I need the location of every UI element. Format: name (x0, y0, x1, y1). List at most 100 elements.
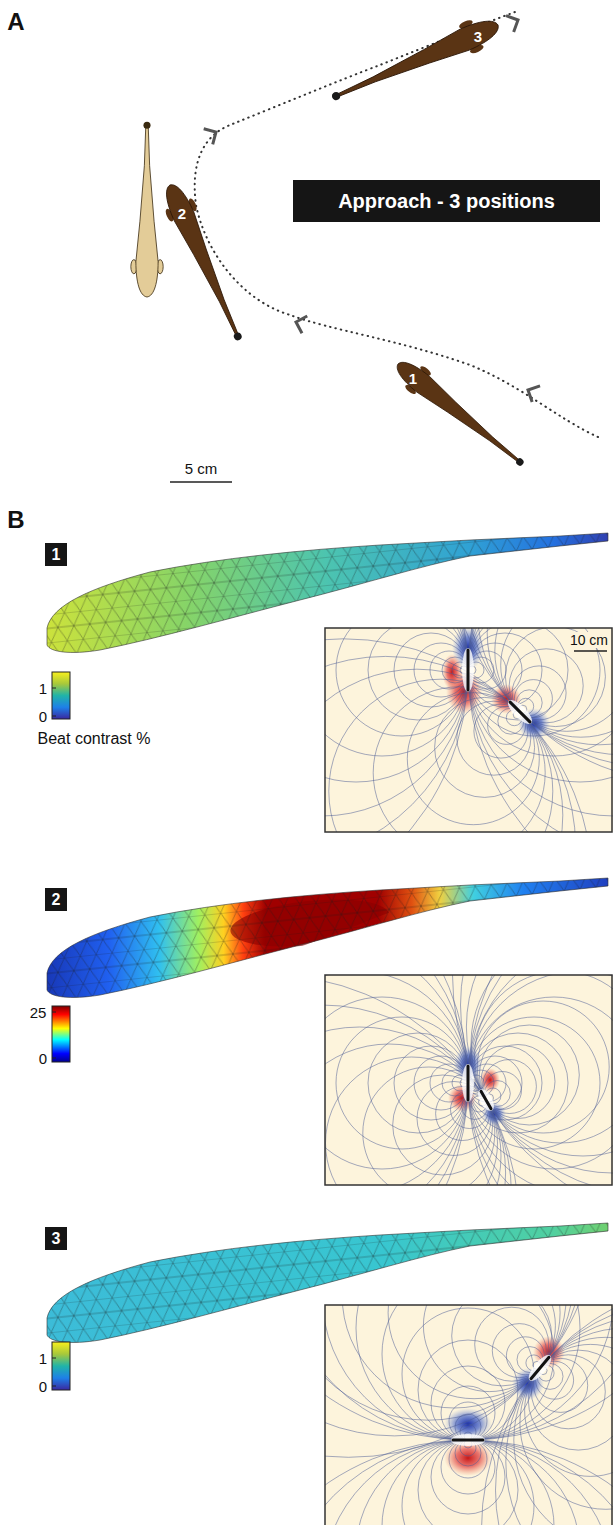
field-lines (325, 975, 613, 1185)
field-line (325, 1305, 599, 1457)
field-line (325, 628, 468, 832)
field-line (325, 1044, 501, 1185)
field-line (414, 1056, 468, 1110)
scale-label: 10 cm (568, 632, 610, 648)
inset-border (325, 975, 612, 1185)
field-line (325, 1305, 613, 1440)
field-line (325, 656, 576, 832)
intruder-fish (156, 179, 254, 347)
field-line (441, 1386, 495, 1440)
field-line (468, 975, 613, 1185)
field-line (482, 1305, 613, 1525)
node-text: 1 (52, 547, 61, 563)
field-inset (325, 975, 613, 1185)
field-line (325, 1305, 613, 1440)
field-line (336, 628, 468, 736)
field-line (514, 1328, 613, 1525)
colorbar-tick: 1 (39, 681, 47, 696)
field-line (496, 1305, 613, 1525)
field-line (466, 975, 613, 1173)
field-line (468, 997, 613, 1169)
field-line (477, 628, 613, 755)
field-line (495, 628, 613, 737)
field-line (325, 1305, 613, 1440)
fish-segment (510, 702, 530, 722)
field-line (325, 1305, 574, 1420)
field-line (528, 1350, 613, 1450)
callout-number: 3 (474, 29, 482, 44)
title-banner: Approach - 3 positions (293, 180, 600, 222)
field-line (325, 628, 468, 756)
scale-label: 5 cm (185, 461, 218, 476)
field-line (356, 1305, 580, 1440)
field-line (468, 1017, 600, 1149)
callout-number: 2 (178, 206, 186, 221)
panel-number-box: 3 (45, 1227, 67, 1250)
panel-letter: A (7, 10, 24, 34)
field-line (468, 975, 613, 1185)
field-lines (325, 1305, 613, 1525)
field-line (509, 649, 583, 723)
colorbar-tick: 0 (39, 1379, 47, 1394)
field-line (325, 639, 593, 832)
field-line (325, 1440, 613, 1525)
field-line (325, 628, 468, 816)
colorbar-tick: 0 (39, 1051, 47, 1066)
panel-letter: B (7, 508, 24, 532)
field-line (382, 1305, 554, 1440)
fish-segment (453, 1439, 483, 1442)
field-line (325, 669, 563, 832)
node-text: 3 (52, 1231, 61, 1247)
field-line (477, 1001, 609, 1133)
field-line (435, 697, 535, 797)
field-line (325, 1305, 585, 1436)
field-line (402, 1440, 534, 1525)
swim-path (195, 12, 598, 437)
field-line (501, 628, 613, 731)
inset-border (325, 628, 612, 832)
field-line (388, 1305, 560, 1399)
field-line (525, 1344, 613, 1476)
field-line (329, 679, 553, 832)
fish-segment (467, 650, 470, 690)
fish-glow (462, 1064, 474, 1102)
panel-number-box: 1 (45, 543, 67, 566)
fish-glow (475, 1087, 497, 1114)
field-line (342, 1305, 566, 1408)
resident-fish (131, 122, 163, 297)
intruder-fish (389, 353, 532, 476)
node-text: 2 (52, 892, 61, 908)
field-line (418, 1440, 518, 1525)
scale-bar (170, 481, 232, 483)
field-line (487, 628, 613, 745)
field-line (325, 1027, 506, 1185)
fish-glow (451, 1434, 485, 1446)
field-inset (325, 628, 613, 832)
fish-glow (462, 648, 474, 692)
field-line (468, 1033, 568, 1133)
field-line (325, 997, 468, 1169)
colorbar-tick: 1 (39, 1351, 47, 1366)
field-line (461, 975, 613, 1185)
fish-glow (504, 696, 535, 727)
field-line (325, 1440, 613, 1525)
colorbar-tick: 25 (30, 1005, 47, 1020)
field-lines (325, 628, 613, 832)
field-line (373, 687, 545, 832)
colorbar-title: Beat contrast % (38, 731, 151, 747)
field-line (325, 975, 520, 1185)
field-line (325, 628, 468, 782)
scale-bar (574, 650, 607, 652)
field-line (520, 1337, 613, 1509)
field-line (336, 1017, 468, 1149)
field-line (531, 1355, 605, 1429)
field-line (325, 1005, 512, 1185)
fish-segment (531, 1357, 549, 1378)
field-line (326, 1057, 498, 1185)
field-line (471, 975, 613, 1156)
field-line (431, 1366, 505, 1440)
colorbar (52, 1006, 70, 1062)
